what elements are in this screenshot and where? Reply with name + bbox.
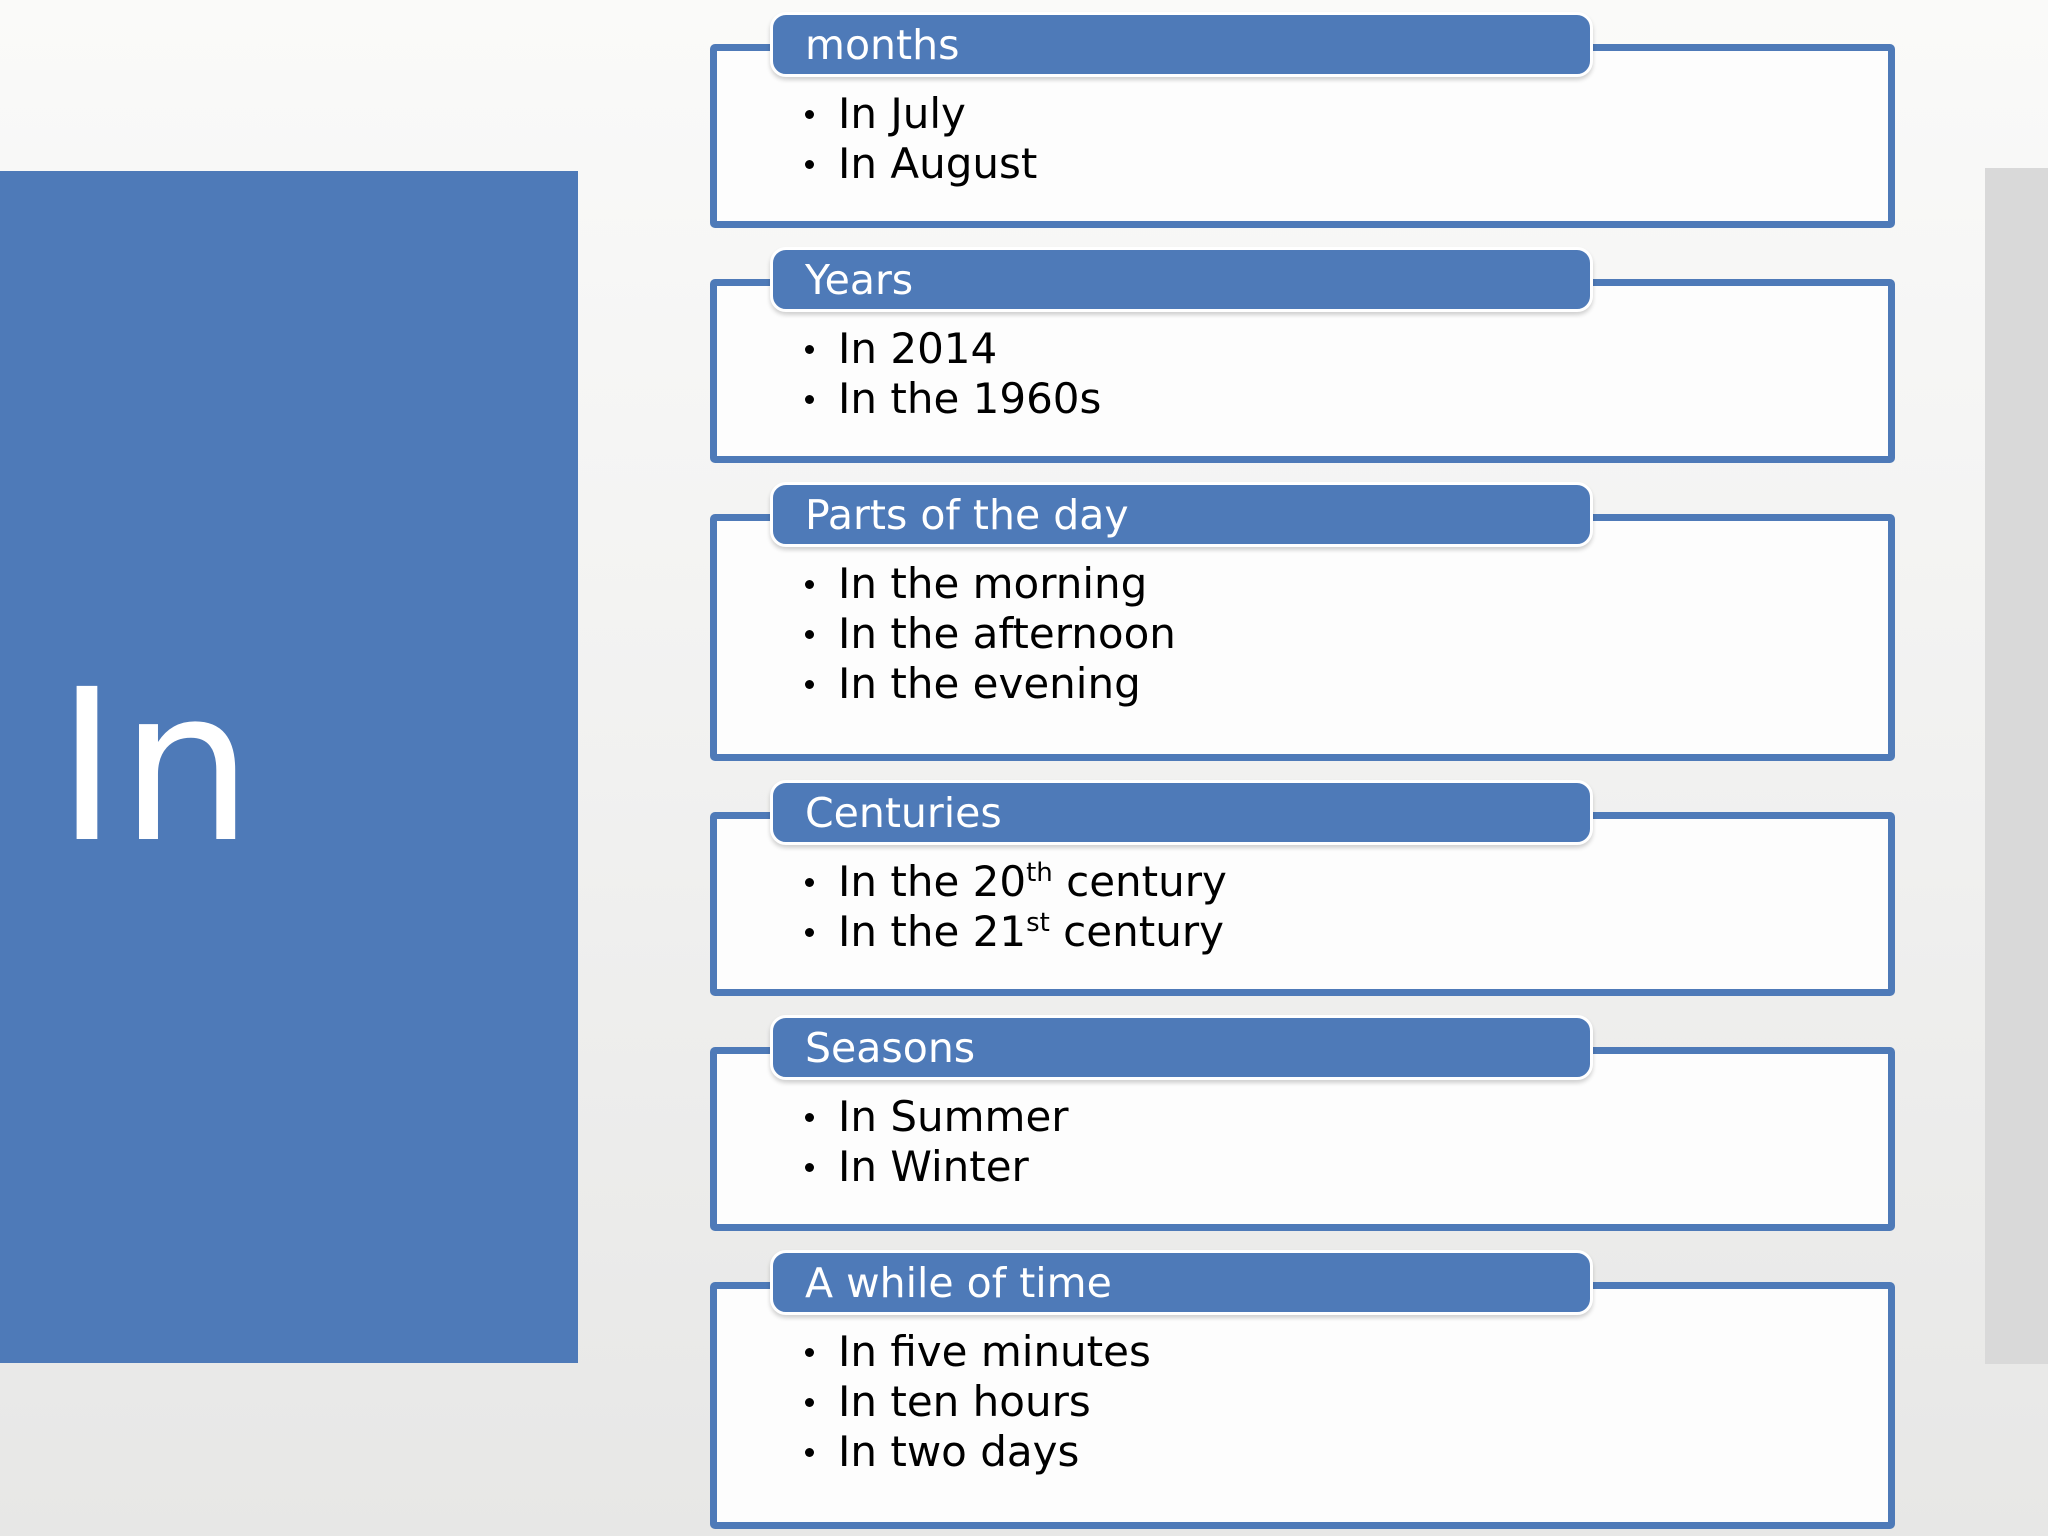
section-header-label: Years [805, 255, 914, 304]
slide-title: In [56, 644, 256, 889]
section-header: Centuries [770, 780, 1593, 845]
bullet-text: In the morning [838, 559, 1148, 608]
bullet-item: In five minutes [805, 1327, 1151, 1377]
bullet-item: In the afternoon [805, 609, 1176, 659]
bullet-item: In the 1960s [805, 374, 1101, 424]
bullet-item: In the 21st century [805, 907, 1227, 957]
bullet-text: In Summer [838, 1092, 1069, 1141]
section-box [710, 514, 1895, 761]
section-header: A while of time [770, 1250, 1593, 1315]
bullet-item: In ten hours [805, 1377, 1151, 1427]
ordinal-superscript: st [1026, 908, 1050, 938]
right-accent-strip [1985, 168, 2048, 1364]
bullet-item: In July [805, 89, 1037, 139]
bullet-text: In Winter [838, 1142, 1029, 1191]
section-header-label: Seasons [805, 1023, 976, 1072]
bullet-text: In five minutes [838, 1327, 1151, 1376]
section-header: Parts of the day [770, 482, 1593, 547]
section-header-label: months [805, 20, 960, 69]
bullet-item: In two days [805, 1427, 1151, 1477]
bullet-text: In August [838, 139, 1038, 188]
bullet-text: In the 21 [838, 907, 1027, 956]
bullet-item: In the 20th century [805, 857, 1227, 907]
bullet-item: In Summer [805, 1092, 1069, 1142]
section-header-label: Parts of the day [805, 490, 1129, 539]
section-header: months [770, 12, 1593, 77]
bullet-text: In July [838, 89, 966, 138]
ordinal-superscript: th [1026, 858, 1053, 888]
section-header: Seasons [770, 1015, 1593, 1080]
bullet-item: In the morning [805, 559, 1176, 609]
section-header-label: Centuries [805, 788, 1002, 837]
bullet-item: In the evening [805, 659, 1176, 709]
bullet-text: century [1052, 857, 1227, 906]
bullet-text: In two days [838, 1427, 1080, 1476]
bullet-item: In August [805, 139, 1037, 189]
bullet-text: In 2014 [838, 324, 998, 373]
bullet-text: In ten hours [838, 1377, 1091, 1426]
bullet-item: In Winter [805, 1142, 1069, 1192]
bullet-item: In 2014 [805, 324, 1101, 374]
bullet-text: In the 1960s [838, 374, 1102, 423]
bullet-text: century [1049, 907, 1224, 956]
section-header: Years [770, 247, 1593, 312]
bullet-text: In the afternoon [838, 609, 1176, 658]
bullet-text: In the evening [838, 659, 1141, 708]
title-panel: In [0, 171, 578, 1363]
bullet-text: In the 20 [838, 857, 1027, 906]
section-header-label: A while of time [805, 1258, 1112, 1307]
